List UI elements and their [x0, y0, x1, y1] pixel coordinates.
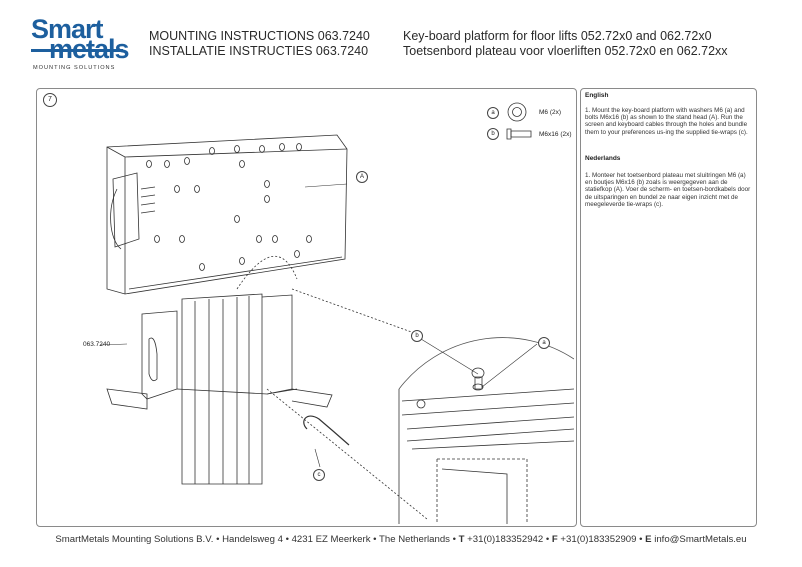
logo-tagline: MOUNTING SOLUTIONS	[33, 65, 116, 71]
dutch-instructions: 1. Monteer het toetsenbord plateau met s…	[585, 172, 751, 208]
footer-phone-label: T	[458, 534, 465, 545]
footer-fax-label: F	[551, 534, 558, 545]
smartmetals-logo: Smart metals MOUNTING SOLUTIONS	[31, 14, 130, 72]
product-code-label: 063.7240	[83, 341, 111, 348]
stand-head-plate	[106, 134, 348, 295]
header-subtitle-nl: Toetsenbord plateau voor vloerliften 052…	[403, 44, 728, 58]
footer-contact: SmartMetals Mounting Solutions B.V. • Ha…	[0, 534, 802, 545]
callout-b-zoom: b	[411, 330, 423, 342]
lift-column	[181, 293, 263, 485]
legend-b-marker: b	[487, 128, 499, 140]
english-instructions: 1. Mount the key-board platform with was…	[585, 107, 748, 136]
footer-phone: +31(0)183352942 •	[464, 534, 552, 545]
mounting-holes	[146, 143, 312, 271]
illustration-panel	[36, 88, 577, 527]
header-title-nl: INSTALLATIE INSTRUCTIES 063.7240	[149, 44, 369, 58]
step-number: 7	[43, 93, 57, 107]
assembly-drawing	[99, 102, 574, 524]
legend-a-spec: M6 (2x)	[539, 109, 562, 116]
english-heading: English	[585, 92, 609, 99]
logo-word-smart: Smart	[31, 14, 104, 44]
legend-a-marker: a	[487, 107, 499, 119]
footer-company: SmartMetals Mounting Solutions B.V. • Ha…	[55, 534, 459, 545]
header-title-en: MOUNTING INSTRUCTIONS 063.7240	[149, 29, 370, 43]
header-subtitle-en: Key-board platform for floor lifts 052.7…	[403, 29, 712, 43]
logo-word-metals: metals	[49, 34, 130, 64]
tie-wrap	[303, 415, 350, 446]
footer-fax: +31(0)183352909 •	[557, 534, 646, 545]
callout-A: A	[356, 171, 368, 183]
footer-email[interactable]: info@SmartMetals.eu	[651, 534, 747, 545]
instructions-panel	[580, 88, 757, 527]
callout-a-zoom: a	[538, 337, 550, 349]
logo-underline	[31, 49, 123, 52]
legend-b-spec: M6x16 (2x)	[539, 131, 572, 138]
callout-c: c	[313, 469, 325, 481]
dutch-heading: Nederlands	[585, 155, 621, 162]
footer-email-label: E	[645, 534, 652, 545]
platform-bracket-left	[141, 310, 178, 400]
